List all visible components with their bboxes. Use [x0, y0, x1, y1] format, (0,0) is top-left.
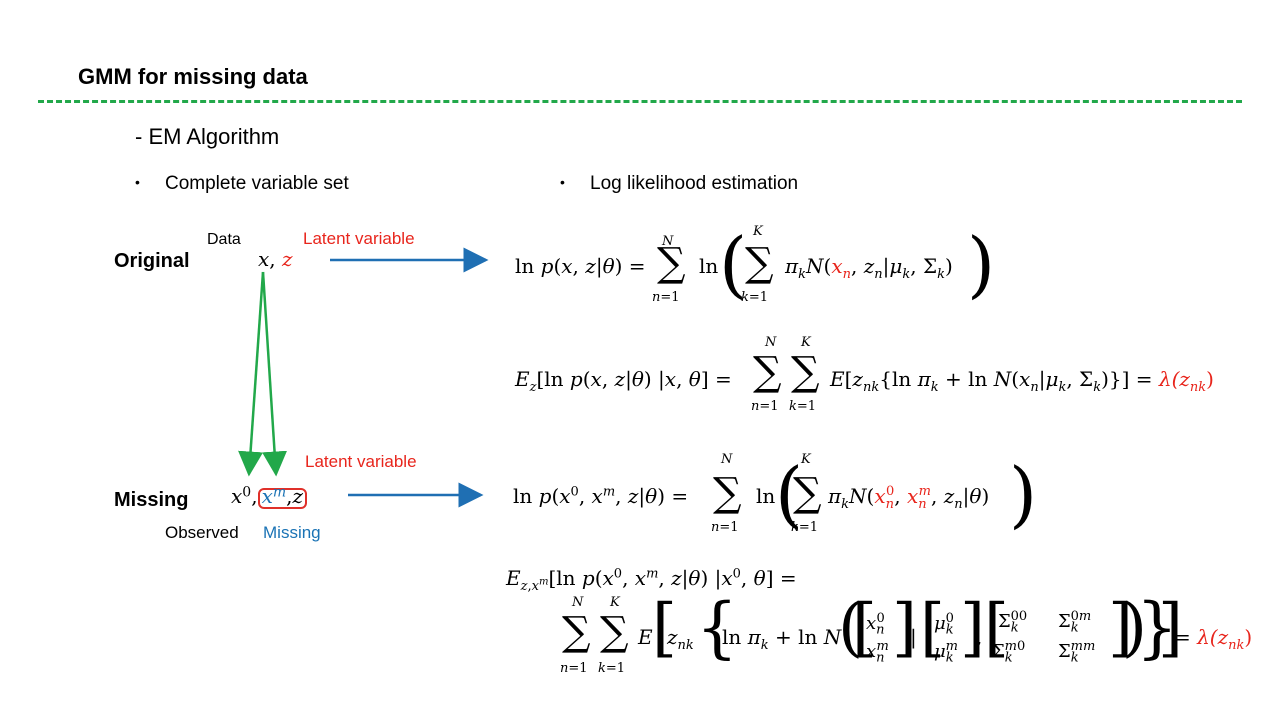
title-divider	[38, 100, 1242, 103]
bullet-complete-variable-set: • Complete variable set	[135, 173, 349, 195]
missing-variables: x0,xm,z	[231, 484, 308, 509]
missing-sub-label: Missing	[263, 523, 321, 542]
latent-variable-label-bottom: Latent variable	[305, 452, 417, 471]
sup-0: 0	[242, 484, 252, 501]
bullet-dot-icon: •	[560, 174, 565, 190]
bullet-dot-icon: •	[135, 174, 140, 190]
var-sep: ,	[286, 484, 293, 508]
bullet-log-likelihood: • Log likelihood estimation	[560, 173, 798, 195]
arrow-green-missing	[261, 271, 288, 477]
var-x-observed: x	[231, 484, 243, 508]
data-label: Data	[207, 231, 241, 248]
var-x: x	[258, 247, 270, 271]
bullet-right-text: Log likelihood estimation	[590, 173, 799, 194]
var-sep: ,	[251, 484, 258, 508]
original-variables: x, z	[258, 247, 293, 271]
lambda-4-sub: nk	[1228, 638, 1245, 653]
observed-label: Observed	[165, 523, 239, 542]
latent-variable-label-top: Latent variable	[303, 229, 415, 248]
lambda-2-sub: nk	[1189, 380, 1207, 395]
lambda-4: λ(z	[1197, 625, 1229, 649]
sup-m: m	[272, 484, 287, 501]
var-z: z	[282, 247, 293, 271]
lambda-2: λ(z	[1158, 367, 1190, 391]
bullet-left-text: Complete variable set	[165, 173, 349, 194]
slide-title: GMM for missing data	[78, 64, 308, 89]
missing-variable-box: xm,z	[257, 484, 308, 509]
var-x-missing: x	[261, 484, 273, 508]
var-sep: ,	[269, 247, 282, 271]
lambda-2-close: )	[1206, 367, 1214, 391]
original-row-label: Original	[114, 250, 190, 272]
section-subtitle: - EM Algorithm	[135, 124, 280, 149]
equation-4-line-2: N ∑ n=1 K ∑ k=1 E [ znk { ln πk + ln N (…	[560, 589, 1253, 676]
var-z: z	[292, 484, 304, 508]
arrow-green-observed	[238, 271, 265, 477]
lambda-4-close: )	[1244, 625, 1253, 649]
equation-4-line-1: Ez,xm[ln p(x0, xm, z|θ) |x0, θ] =	[506, 566, 797, 594]
missing-row-label: Missing	[114, 489, 189, 511]
